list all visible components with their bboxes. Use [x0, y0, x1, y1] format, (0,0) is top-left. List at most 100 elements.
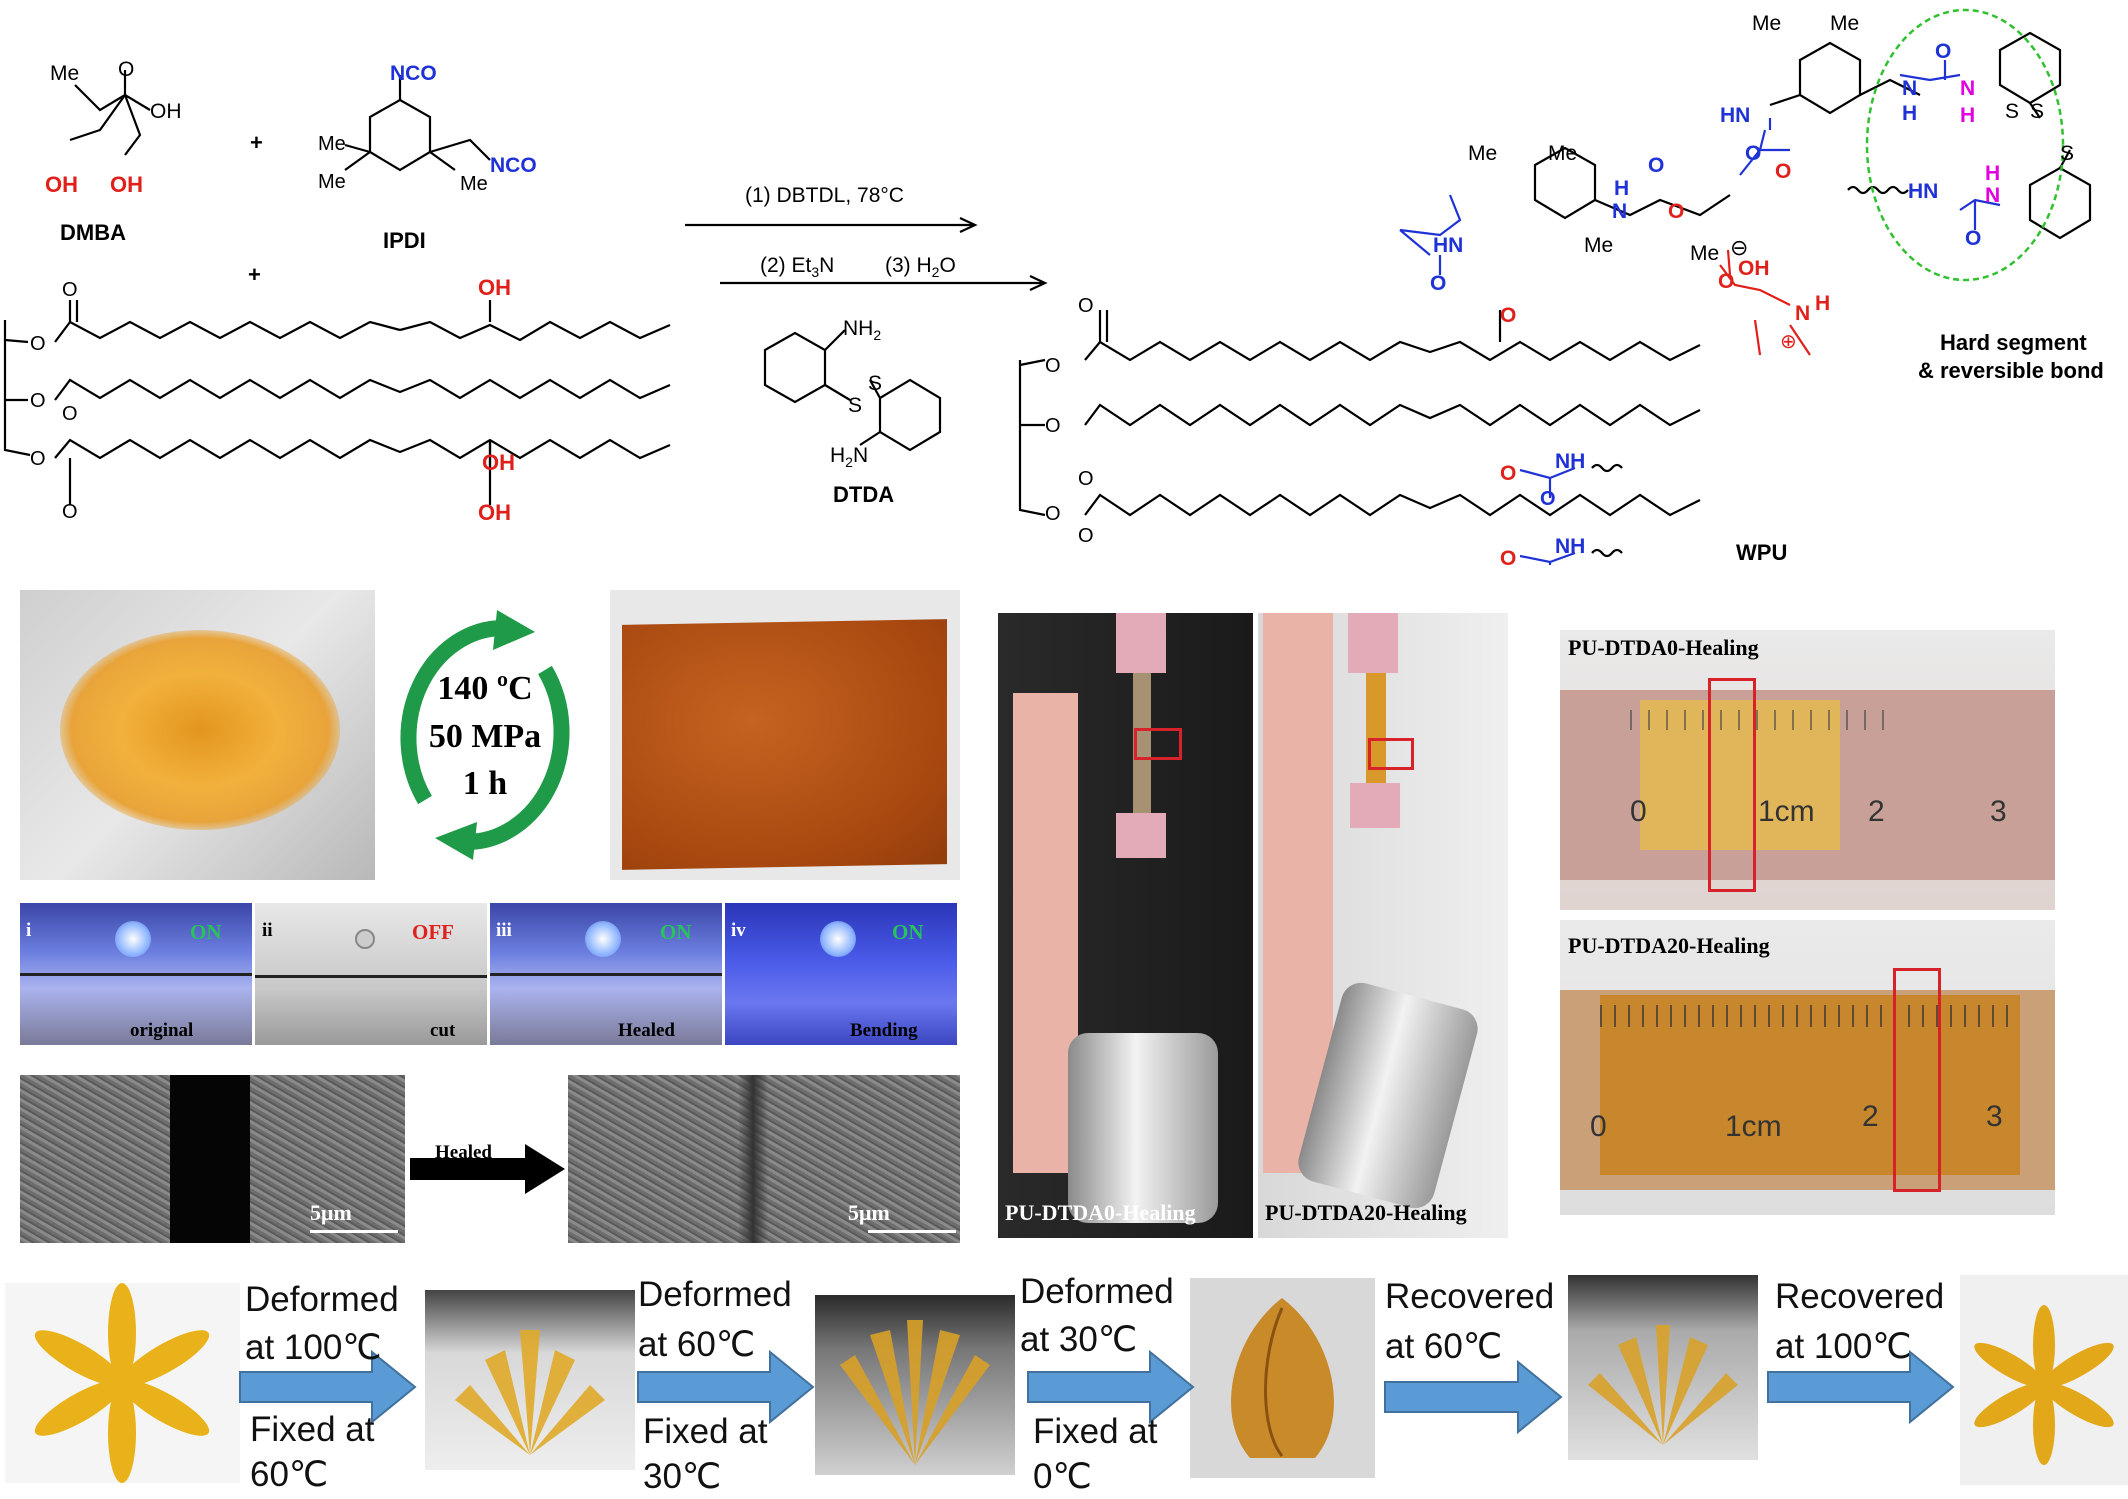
led-index-i: i	[26, 920, 32, 941]
ruler-top-tick-1: 1cm	[1758, 795, 1815, 828]
step5-top-line1: Recovered	[1775, 1277, 1945, 1316]
sem-heal-arrow	[410, 1144, 565, 1194]
hanging-dtda20-photo	[1258, 613, 1508, 1238]
step1-bottom-line1: Fixed at	[250, 1410, 375, 1449]
reprocess-time: 1 h	[462, 765, 508, 802]
ruler-bottom-box	[1893, 968, 1941, 1192]
reprocess-temp: 140 ºC	[437, 670, 533, 707]
step2-top-line1: Deformed	[638, 1275, 792, 1314]
ruler-dtda0-photo	[1560, 630, 2055, 910]
svg-text:O: O	[1718, 270, 1734, 293]
svg-text:NCO: NCO	[390, 62, 437, 85]
sem-scale-right: 5μm	[848, 1200, 890, 1225]
svg-text:O: O	[1648, 154, 1664, 177]
step2-top-line2: at 60℃	[638, 1325, 756, 1364]
ipdi-label: IPDI	[383, 228, 426, 253]
ruler-dtda20-photo	[1560, 920, 2055, 1215]
led-panel-cut	[255, 903, 487, 1045]
sem-scale-left: 5μm	[310, 1200, 352, 1225]
reprocess-pressure: 50 MPa	[428, 718, 542, 755]
svg-text:Me: Me	[318, 133, 346, 155]
svg-text:⊕: ⊕	[1780, 331, 1797, 353]
svg-text:OH: OH	[478, 275, 511, 300]
svg-text:(2) Et3N: (2) Et3N	[760, 254, 834, 280]
led-status-i: ON	[190, 920, 222, 944]
svg-text:+: +	[248, 262, 261, 287]
svg-text:OH: OH	[478, 500, 511, 525]
sem-arrow-label: Healed	[435, 1142, 492, 1163]
hard-segment-circle	[1865, 8, 2065, 282]
svg-text:O: O	[1430, 272, 1446, 295]
svg-text:Me: Me	[1468, 142, 1497, 165]
svg-text:Me: Me	[1830, 12, 1859, 35]
svg-text:HN: HN	[1908, 180, 1938, 203]
flower-photo-4	[1190, 1278, 1375, 1478]
led-panel-original	[20, 903, 252, 1045]
flower-photo-5	[1568, 1275, 1758, 1460]
svg-text:+: +	[250, 130, 263, 155]
svg-text:O: O	[1078, 468, 1094, 490]
svg-text:H: H	[1960, 104, 1975, 127]
svg-text:O: O	[1775, 160, 1791, 183]
svg-text:O: O	[62, 403, 78, 425]
svg-text:Me: Me	[1548, 142, 1577, 165]
svg-text:O: O	[1500, 304, 1516, 327]
granules-photo	[20, 590, 375, 880]
led-caption-iv: Bending	[850, 1020, 918, 1041]
svg-text:OH: OH	[45, 172, 78, 197]
flower-photo-1	[5, 1283, 240, 1483]
step3-top-line1: Deformed	[1020, 1272, 1174, 1311]
svg-text:N: N	[1960, 77, 1975, 100]
svg-text:S: S	[2060, 142, 2074, 165]
step3-bottom-line2: 0℃	[1033, 1457, 1092, 1496]
svg-text:OH: OH	[150, 100, 182, 123]
svg-text:OH: OH	[110, 172, 143, 197]
svg-text:Me: Me	[1584, 234, 1613, 257]
ruler-bottom-tick-2: 2	[1862, 1100, 1879, 1133]
svg-text:O: O	[62, 501, 78, 523]
step1-top-line2: at 100℃	[245, 1328, 382, 1367]
led-caption-ii: cut	[430, 1020, 456, 1041]
ruler-bottom-tick-1: 1cm	[1725, 1110, 1782, 1143]
svg-text:O: O	[1045, 415, 1061, 437]
svg-text:HN: HN	[1433, 234, 1463, 257]
hanging-dtda0-box	[1134, 728, 1182, 760]
svg-text:O: O	[1500, 547, 1516, 565]
svg-text:Me: Me	[1752, 12, 1781, 35]
step2-bottom-line1: Fixed at	[643, 1412, 768, 1451]
step1-label: (1) DBTDL, 78°C	[745, 184, 904, 207]
ruler-top-box	[1708, 678, 1756, 892]
flower-photo-6	[1960, 1275, 2128, 1485]
led-index-ii: ii	[262, 920, 273, 941]
svg-text:S: S	[848, 394, 862, 417]
svg-text:NCO: NCO	[490, 154, 537, 177]
svg-text:O: O	[30, 333, 46, 355]
svg-text:HN: HN	[1720, 104, 1750, 127]
step4-top-line1: Recovered	[1385, 1277, 1555, 1316]
step2-bottom-line2: 30℃	[643, 1457, 722, 1496]
led-panel-bending	[725, 903, 957, 1045]
sem-healed-image	[568, 1075, 960, 1243]
led-panel-healed	[490, 903, 722, 1045]
ruler-bottom-tick-3: 3	[1986, 1100, 2003, 1133]
led-caption-i: original	[130, 1020, 194, 1041]
led-status-iv: ON	[892, 920, 924, 944]
led-status-iii: ON	[660, 920, 692, 944]
svg-text:N: N	[1612, 200, 1627, 223]
ruler-top-title: PU-DTDA0-Healing	[1568, 635, 1759, 660]
svg-text:O: O	[1078, 525, 1094, 547]
led-index-iii: iii	[496, 920, 512, 941]
svg-text:Me: Me	[460, 173, 488, 195]
shape-memory-arrows	[239, 1349, 1955, 1435]
ruler-bottom-tick-0: 0	[1590, 1110, 1607, 1143]
step1-top-line1: Deformed	[245, 1280, 399, 1319]
hanging-dtda0-photo	[998, 613, 1253, 1238]
svg-text:O: O	[1078, 295, 1094, 317]
svg-text:Me: Me	[318, 171, 346, 193]
synthesis-scheme: Me O OH OH OH DMBA + + NCO NCO Me Me Me …	[3, 8, 2104, 565]
dmba-label: DMBA	[60, 220, 126, 245]
svg-text:O: O	[30, 390, 46, 412]
hanging-caption-right: PU-DTDA20-Healing	[1265, 1200, 1467, 1225]
hard-segment-label-1: Hard segment	[1940, 330, 2087, 355]
svg-text:O: O	[1668, 200, 1684, 223]
